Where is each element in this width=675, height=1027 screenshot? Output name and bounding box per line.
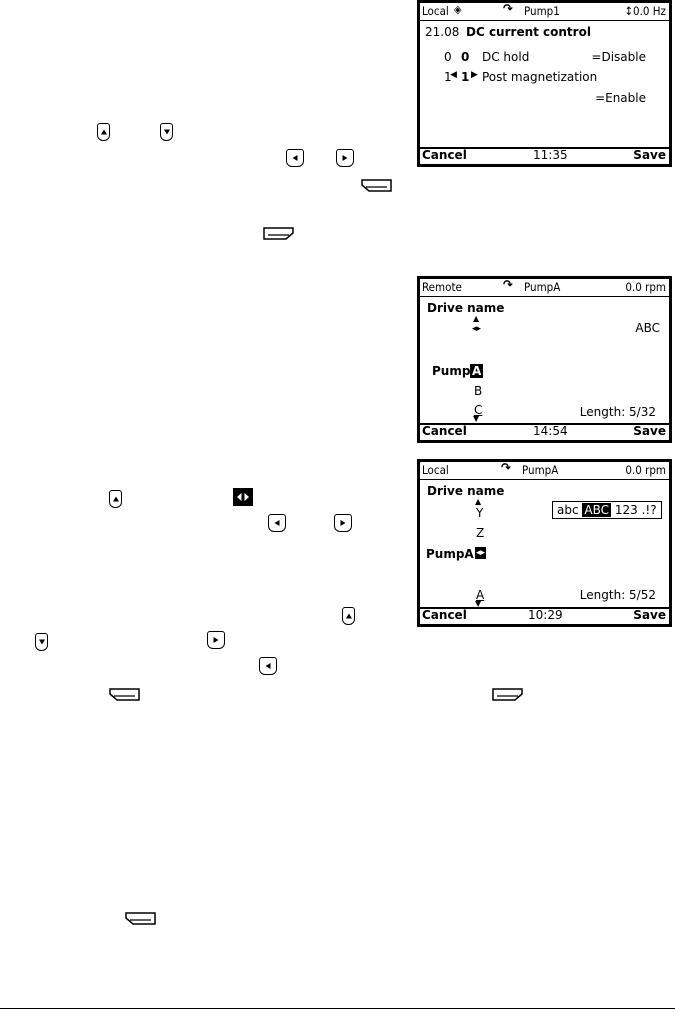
option-index: 1 bbox=[444, 70, 452, 84]
up-key-icon bbox=[109, 490, 122, 508]
save-softkey[interactable]: Save bbox=[633, 424, 666, 438]
clock: 10:29 bbox=[528, 608, 563, 622]
cursor-left-icon: ◀ bbox=[450, 70, 457, 80]
right-softkey-icon bbox=[491, 687, 524, 702]
length-indicator: Length: 5/52 bbox=[579, 588, 656, 602]
down-key-icon bbox=[160, 123, 173, 141]
parameter-title: DC current control bbox=[466, 25, 591, 39]
save-softkey[interactable]: Save bbox=[633, 148, 666, 162]
softkey-bar: Cancel 11:35 Save bbox=[420, 147, 669, 164]
display-panel-drive-name-edit: Remote ↷ PumpA 0.0 rpm Drive name ▲ ◂▸ A… bbox=[417, 276, 672, 443]
drive-name: Pump1 bbox=[524, 4, 560, 18]
softkey-bar: Cancel 14:54 Save bbox=[420, 423, 669, 440]
left-key-icon bbox=[268, 514, 286, 532]
reference-value: 0.0 rpm bbox=[625, 280, 666, 294]
control-mode: Local bbox=[422, 4, 449, 18]
left-key-icon bbox=[259, 657, 277, 675]
option-bit-value: 0 bbox=[461, 50, 470, 64]
parameter-number: 21.08 bbox=[425, 25, 460, 39]
field-title: Drive name bbox=[427, 301, 505, 315]
rotation-arrow-icon: ↷ bbox=[503, 278, 513, 293]
option-bit-value[interactable]: 1 bbox=[461, 70, 470, 84]
right-softkey-icon bbox=[262, 226, 295, 241]
scroll-up-icon: ▲ bbox=[473, 314, 480, 323]
option-value: =Disable bbox=[591, 50, 646, 64]
previous-character: Y bbox=[476, 506, 484, 520]
down-key-icon bbox=[35, 633, 48, 651]
display-panel-charset-select: Local ↷ PumpA 0.0 rpm Drive name ▲ Y Z a… bbox=[417, 459, 672, 627]
drive-name: PumpA bbox=[524, 280, 561, 294]
field-title: Drive name bbox=[427, 484, 505, 498]
rotation-arrow-icon: ↷ bbox=[501, 461, 511, 476]
charset-option-selected[interactable]: ABC bbox=[582, 503, 612, 517]
option-label[interactable]: DC hold bbox=[482, 50, 530, 64]
name-prefix: Pump bbox=[432, 364, 471, 378]
control-mode: Remote bbox=[422, 280, 462, 294]
control-mode: Local bbox=[422, 463, 449, 477]
left-key-icon bbox=[286, 149, 304, 167]
charset-option[interactable]: .!? bbox=[641, 503, 657, 517]
length-indicator: Length: 5/32 bbox=[579, 405, 656, 419]
status-bar: Local ↷ PumpA 0.0 rpm bbox=[420, 462, 669, 480]
right-key-icon bbox=[336, 149, 354, 167]
right-key-icon bbox=[334, 514, 352, 532]
drive-name-value: PumpA bbox=[426, 547, 474, 561]
display-panel-parameter-edit: Local ◈ ↷ Pump1 ↕0.0 Hz 21.08 DC current… bbox=[417, 0, 672, 167]
scroll-down-icon: ▼ bbox=[473, 414, 480, 423]
next-character: A bbox=[476, 588, 485, 602]
charset-selector[interactable]: abc ABC 123 .!? bbox=[552, 501, 662, 519]
local-diamond-icon: ◈ bbox=[454, 3, 462, 16]
reference-value: ↕0.0 Hz bbox=[624, 4, 666, 18]
cursor-right-icon: ▶ bbox=[471, 70, 478, 80]
cancel-softkey[interactable]: Cancel bbox=[422, 608, 467, 622]
up-key-icon bbox=[342, 607, 355, 625]
up-key-icon bbox=[97, 123, 110, 141]
left-softkey-icon bbox=[108, 687, 141, 702]
rotation-arrow-icon: ↷ bbox=[503, 2, 513, 17]
status-bar: Remote ↷ PumpA 0.0 rpm bbox=[420, 279, 669, 297]
next-character: B bbox=[474, 384, 483, 398]
reference-value: 0.0 rpm bbox=[625, 463, 666, 477]
clock: 14:54 bbox=[533, 424, 568, 438]
next-character: C bbox=[474, 403, 483, 417]
cancel-softkey[interactable]: Cancel bbox=[422, 148, 467, 162]
cancel-softkey[interactable]: Cancel bbox=[422, 424, 467, 438]
left-softkey-icon bbox=[360, 178, 393, 193]
left-right-cursor-icon[interactable]: ◂▸ bbox=[475, 547, 487, 559]
drive-name: PumpA bbox=[522, 463, 559, 477]
option-value: =Enable bbox=[595, 91, 646, 105]
charset-indicator: ABC bbox=[635, 321, 660, 335]
option-label[interactable]: Post magnetization bbox=[482, 70, 598, 84]
left-right-cursor-icon bbox=[233, 488, 253, 506]
left-right-cursor-icon: ◂▸ bbox=[472, 324, 482, 334]
charset-option[interactable]: abc bbox=[557, 503, 579, 517]
clock: 11:35 bbox=[533, 148, 568, 162]
charset-option[interactable]: 123 bbox=[614, 503, 638, 517]
scroll-down-icon: ▼ bbox=[475, 599, 482, 608]
right-key-icon bbox=[207, 631, 225, 649]
save-softkey[interactable]: Save bbox=[633, 608, 666, 622]
selected-character[interactable]: A bbox=[470, 364, 484, 378]
softkey-bar: Cancel 10:29 Save bbox=[420, 607, 669, 624]
status-bar: Local ◈ ↷ Pump1 ↕0.0 Hz bbox=[420, 3, 669, 21]
previous-character: Z bbox=[476, 526, 485, 540]
scroll-up-icon: ▲ bbox=[475, 497, 482, 506]
left-softkey-icon bbox=[124, 911, 157, 926]
page-footer-rule bbox=[0, 1008, 675, 1009]
option-index: 0 bbox=[444, 50, 452, 64]
